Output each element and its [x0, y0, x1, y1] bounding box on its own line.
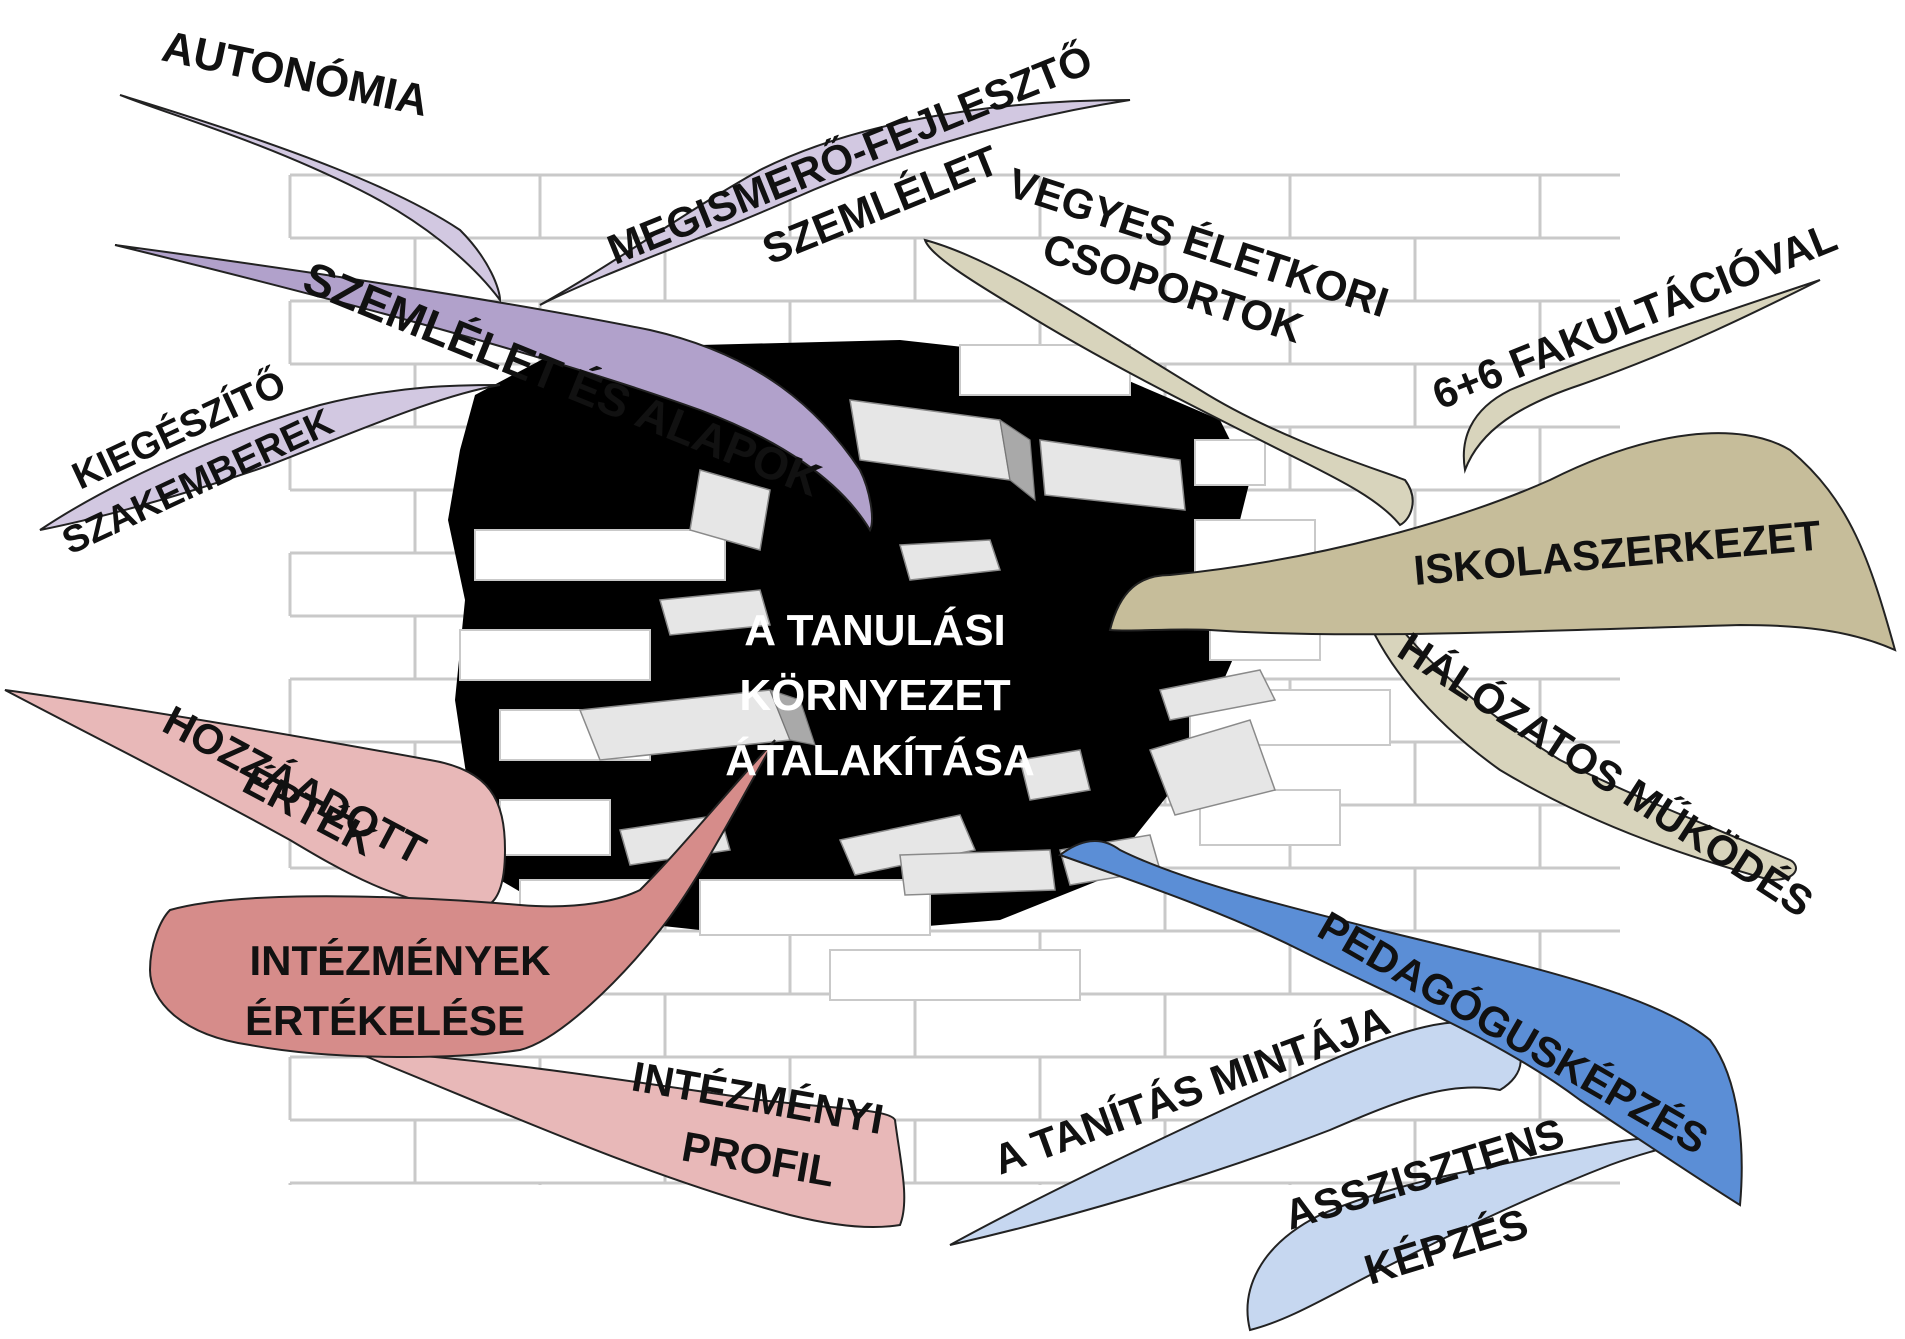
center-title-line3: ÁTALAKÍTÁSA: [725, 735, 1035, 785]
hozzaadott-bubble: [4, 689, 507, 912]
szemlelet-bubble: [114, 244, 873, 533]
edge-brick: [699, 879, 931, 936]
flying-brick: [689, 469, 771, 551]
flying-brick: [899, 849, 1056, 896]
intezmenyek-label-line2: ÉRTÉKELÉSE: [245, 997, 525, 1044]
fakultacio-bubble: [1462, 279, 1821, 474]
flying-brick: [1019, 749, 1091, 801]
vegyes-bubble: [923, 238, 1414, 527]
pedagogus-bubble: [1057, 839, 1743, 1207]
edge-brick: [829, 949, 1081, 1001]
flying-brick-side: [768, 689, 816, 746]
purple-bubbles: [39, 94, 1131, 533]
edge-brick: [474, 529, 726, 581]
intezmenyek-bubble: [148, 739, 776, 1058]
edge-brick: [459, 629, 651, 681]
halozatos-bubble: [1358, 591, 1797, 882]
blue-bubbles: [949, 839, 1743, 1332]
edge-brick: [499, 799, 611, 856]
autonomia-bubble: [119, 94, 502, 304]
flying-brick: [1149, 719, 1276, 816]
flying-brick: [899, 539, 1002, 581]
center-title-line1: A TANULÁSI: [744, 605, 1006, 655]
pink-bubbles: [4, 689, 906, 1228]
iskolaszerkezet-bubble: [1108, 432, 1897, 652]
intezmenyek-label-line1: INTÉZMÉNYEK: [249, 937, 550, 984]
flying-brick-side: [999, 418, 1036, 502]
flying-brick: [838, 814, 977, 876]
flying-brick: [1159, 669, 1277, 721]
center-title: A TANULÁSI KÖRNYEZET ÁTALAKÍTÁSA: [725, 605, 1035, 785]
edge-bricks: [459, 344, 1391, 1001]
flying-brick: [659, 589, 771, 636]
edge-brick: [1194, 439, 1266, 486]
flying-brick: [1039, 439, 1186, 511]
megismero-bubble: [539, 99, 1131, 306]
center-title-line2: KÖRNYEZET: [739, 671, 1010, 720]
khaki-bubbles: [923, 238, 1897, 882]
intezmenyi-bubble: [349, 1049, 906, 1228]
kiegeszito-bubble: [39, 384, 501, 531]
autonomia-label: AUTONÓMIA: [158, 21, 433, 126]
